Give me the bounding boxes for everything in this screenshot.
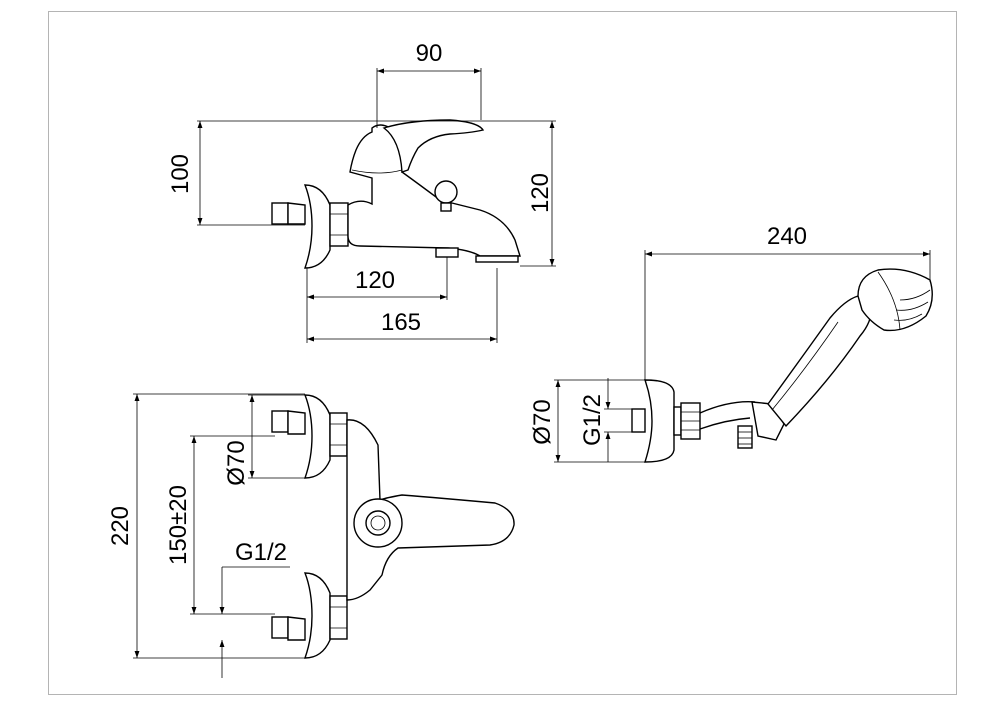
mixer-side-view (271, 119, 521, 269)
dim-thread-front: G1/2 (219, 539, 290, 678)
dim-label-thread-front: G1/2 (235, 539, 287, 566)
dim-label-150: 150±20 (165, 485, 192, 565)
dim-220: 220 (107, 393, 305, 659)
dim-label-90: 90 (416, 40, 443, 67)
dim-label-100: 100 (167, 154, 194, 194)
dim-label-240: 240 (767, 223, 807, 250)
dim-label-220: 220 (107, 506, 134, 546)
dim-label-diameter-side: Ø70 (529, 399, 556, 444)
dim-150: 150±20 (165, 435, 275, 615)
dim-label-165: 165 (381, 309, 421, 336)
dim-120-vertical: 120 (520, 121, 556, 267)
dim-label-diameter-front: Ø70 (223, 440, 250, 485)
dim-90: 90 (376, 40, 482, 128)
dim-label-thread-side: G1/2 (579, 394, 606, 446)
mixer-front-view (271, 394, 515, 659)
dim-120-horizontal: 120 (306, 257, 448, 343)
dim-thread-side: G1/2 (579, 378, 632, 462)
dim-label-120-vertical: 120 (527, 173, 554, 213)
dim-diameter-front: Ø70 (223, 394, 305, 486)
dim-diameter-side: Ø70 (529, 379, 645, 463)
drawing-frame (48, 11, 957, 695)
dim-165: 165 (307, 268, 498, 343)
dim-label-120-horizontal: 120 (355, 267, 395, 294)
dim-100: 100 (167, 120, 556, 226)
dim-240: 240 (644, 223, 931, 380)
hand-shower-view (631, 268, 933, 463)
